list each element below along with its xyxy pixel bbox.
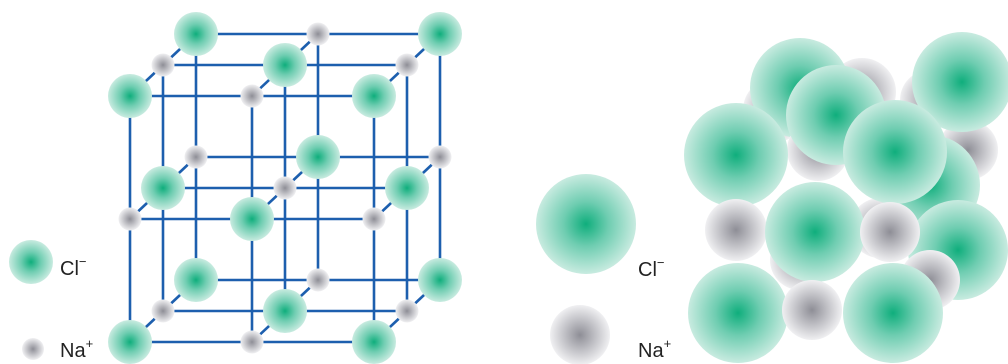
chloride-ion [174, 12, 218, 56]
legend-chloride-sphere-icon [536, 174, 636, 274]
sodium-ion [184, 145, 208, 169]
chloride-sphere [843, 100, 947, 204]
sodium-ion [273, 176, 297, 200]
chloride-ion [108, 74, 152, 118]
packing-chloride-label: Cl− [638, 255, 664, 281]
chloride-ion [263, 289, 307, 333]
sodium-ion [118, 207, 142, 231]
packing-legend: Cl− Na+ [536, 174, 671, 364]
chloride-ion [352, 74, 396, 118]
sodium-sphere [860, 202, 920, 262]
space-filling-model [684, 32, 1008, 363]
sodium-ion [240, 330, 264, 354]
legend-chloride-label: Cl− [60, 254, 86, 280]
chloride-sphere [843, 263, 943, 363]
sodium-ion [306, 22, 330, 46]
lattice-atoms [108, 12, 462, 364]
chloride-ion [174, 258, 218, 302]
sodium-ion [395, 53, 419, 77]
lattice-legend: Cl− Na+ [9, 240, 93, 362]
chloride-sphere [765, 182, 865, 282]
chloride-ion [108, 320, 152, 364]
chloride-ion [263, 43, 307, 87]
sodium-ion [306, 268, 330, 292]
legend-sodium-sphere-icon [550, 305, 610, 364]
ball-and-stick-lattice [108, 12, 462, 364]
legend-chloride-icon [9, 240, 53, 284]
packing-sodium-label: Na+ [638, 336, 671, 362]
chloride-sphere [684, 103, 788, 207]
sodium-ion [151, 299, 175, 323]
chloride-ion [141, 166, 185, 210]
sodium-ion [428, 145, 452, 169]
chloride-sphere [912, 32, 1008, 132]
legend-sodium-label: Na+ [60, 336, 93, 362]
chloride-ion [230, 197, 274, 241]
chloride-sphere [688, 263, 788, 363]
sodium-ion [395, 299, 419, 323]
chloride-ion [296, 135, 340, 179]
sodium-sphere [782, 280, 842, 340]
sodium-ion [151, 53, 175, 77]
chloride-ion [418, 12, 462, 56]
sodium-sphere [705, 199, 767, 261]
chloride-ion [385, 166, 429, 210]
chloride-ion [352, 320, 396, 364]
sodium-ion [362, 207, 386, 231]
chloride-ion [418, 258, 462, 302]
sodium-ion [240, 84, 264, 108]
legend-sodium-icon [22, 338, 44, 360]
